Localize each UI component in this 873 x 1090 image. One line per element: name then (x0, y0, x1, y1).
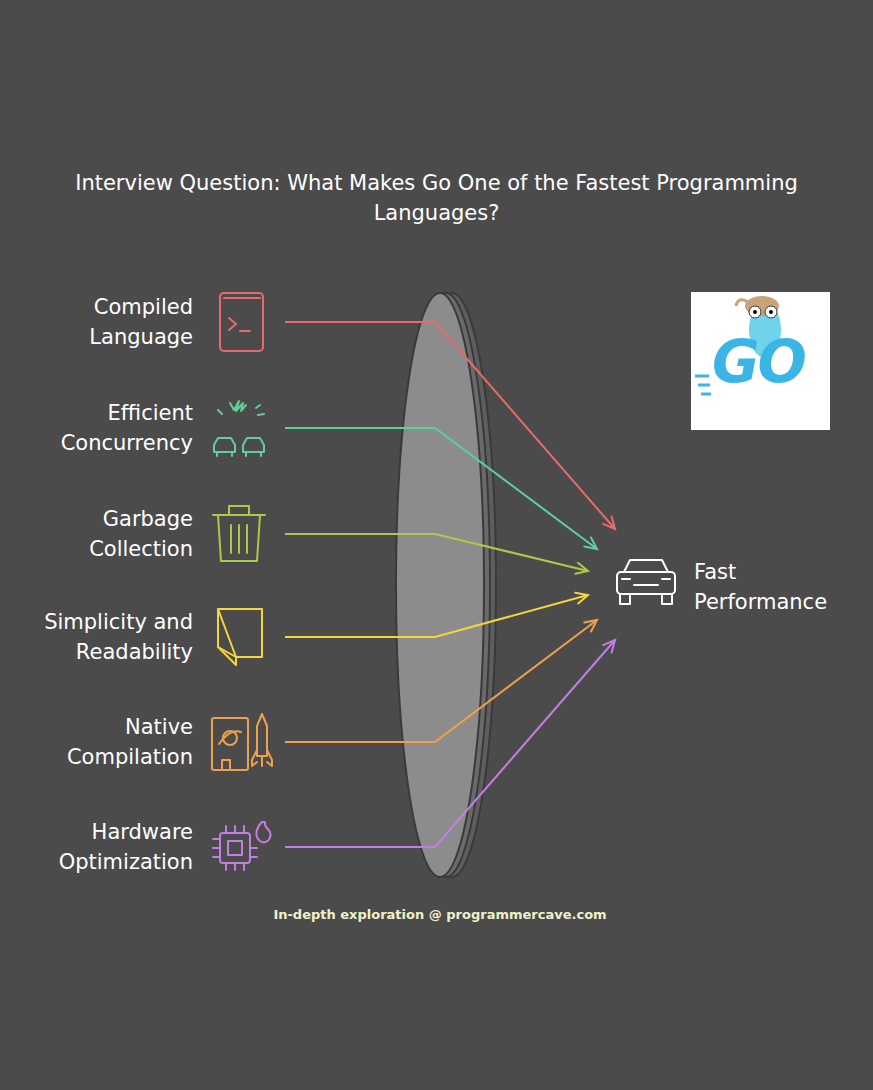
trash-icon (213, 506, 265, 561)
native-compilation-icon (212, 714, 272, 770)
feature-label: Native Compilation (6, 712, 193, 772)
go-logo (691, 292, 830, 430)
connector-arrow (285, 428, 597, 549)
caption-note: In-depth exploration @ programmercave.co… (140, 907, 740, 922)
chip-flame-icon (213, 822, 270, 870)
connector-arrow (285, 620, 597, 742)
connector-arrow (285, 534, 588, 574)
feature-label: Garbage Collection (6, 504, 193, 564)
feature-label: Compiled Language (6, 292, 193, 352)
diagram-title: Interview Question: What Makes Go One of… (60, 168, 813, 228)
feature-item: Hardware Optimization (6, 817, 273, 877)
feature-item: Garbage Collection (6, 504, 273, 564)
goal-label: Fast Performance (694, 557, 867, 617)
folder-icon (218, 609, 262, 665)
feature-item: Compiled Language (6, 292, 273, 352)
feature-item: Simplicity and Readability (6, 607, 273, 667)
feature-label: Efficient Concurrency (6, 398, 193, 458)
connector-arrow (285, 593, 588, 637)
car-icon (617, 560, 675, 604)
concurrency-icon (214, 401, 264, 456)
goal-node: Fast Performance (612, 557, 867, 617)
connector-arrow (285, 640, 615, 847)
feature-item: Native Compilation (6, 712, 273, 772)
lens (396, 293, 496, 877)
logo-text: GO (712, 328, 805, 396)
book-terminal-icon (220, 293, 263, 351)
feature-label: Hardware Optimization (6, 817, 193, 877)
feature-label: Simplicity and Readability (6, 607, 193, 667)
connector-arrow (285, 322, 615, 529)
feature-item: Efficient Concurrency (6, 398, 273, 458)
